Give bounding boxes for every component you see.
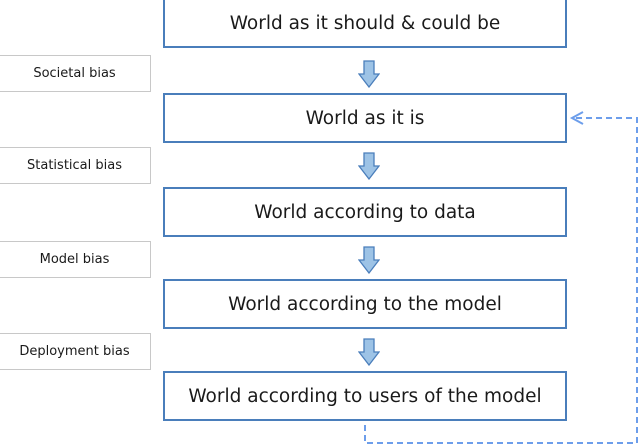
down-arrow-icon <box>358 338 380 366</box>
stage-box-world-per-data: World according to data <box>163 187 567 237</box>
down-arrow-icon <box>358 60 380 88</box>
down-arrow-icon <box>358 246 380 274</box>
stage-label: World as it is <box>305 107 425 129</box>
stage-box-ideal-world: World as it should & could be <box>163 0 567 48</box>
stage-box-world-per-model: World according to the model <box>163 279 567 329</box>
bias-label-text: Societal bias <box>33 66 116 81</box>
down-arrow-icon <box>358 152 380 180</box>
bias-label-statistical: Statistical bias <box>0 147 151 184</box>
stage-label: World according to the model <box>228 293 502 315</box>
stage-label: World according to data <box>254 201 476 223</box>
feedback-loop-line <box>364 117 638 444</box>
bias-label-text: Model bias <box>39 252 110 267</box>
bias-label-model: Model bias <box>0 241 151 278</box>
stage-box-world-per-users: World according to users of the model <box>163 371 567 421</box>
stage-label: World as it should & could be <box>229 12 501 34</box>
bias-label-societal: Societal bias <box>0 55 151 92</box>
stage-label: World according to users of the model <box>188 385 542 407</box>
bias-label-deployment: Deployment bias <box>0 333 151 370</box>
stage-box-world-as-is: World as it is <box>163 93 567 143</box>
bias-label-text: Deployment bias <box>19 344 130 359</box>
bias-label-text: Statistical bias <box>27 158 122 173</box>
feedback-arrowhead-icon <box>569 111 584 125</box>
